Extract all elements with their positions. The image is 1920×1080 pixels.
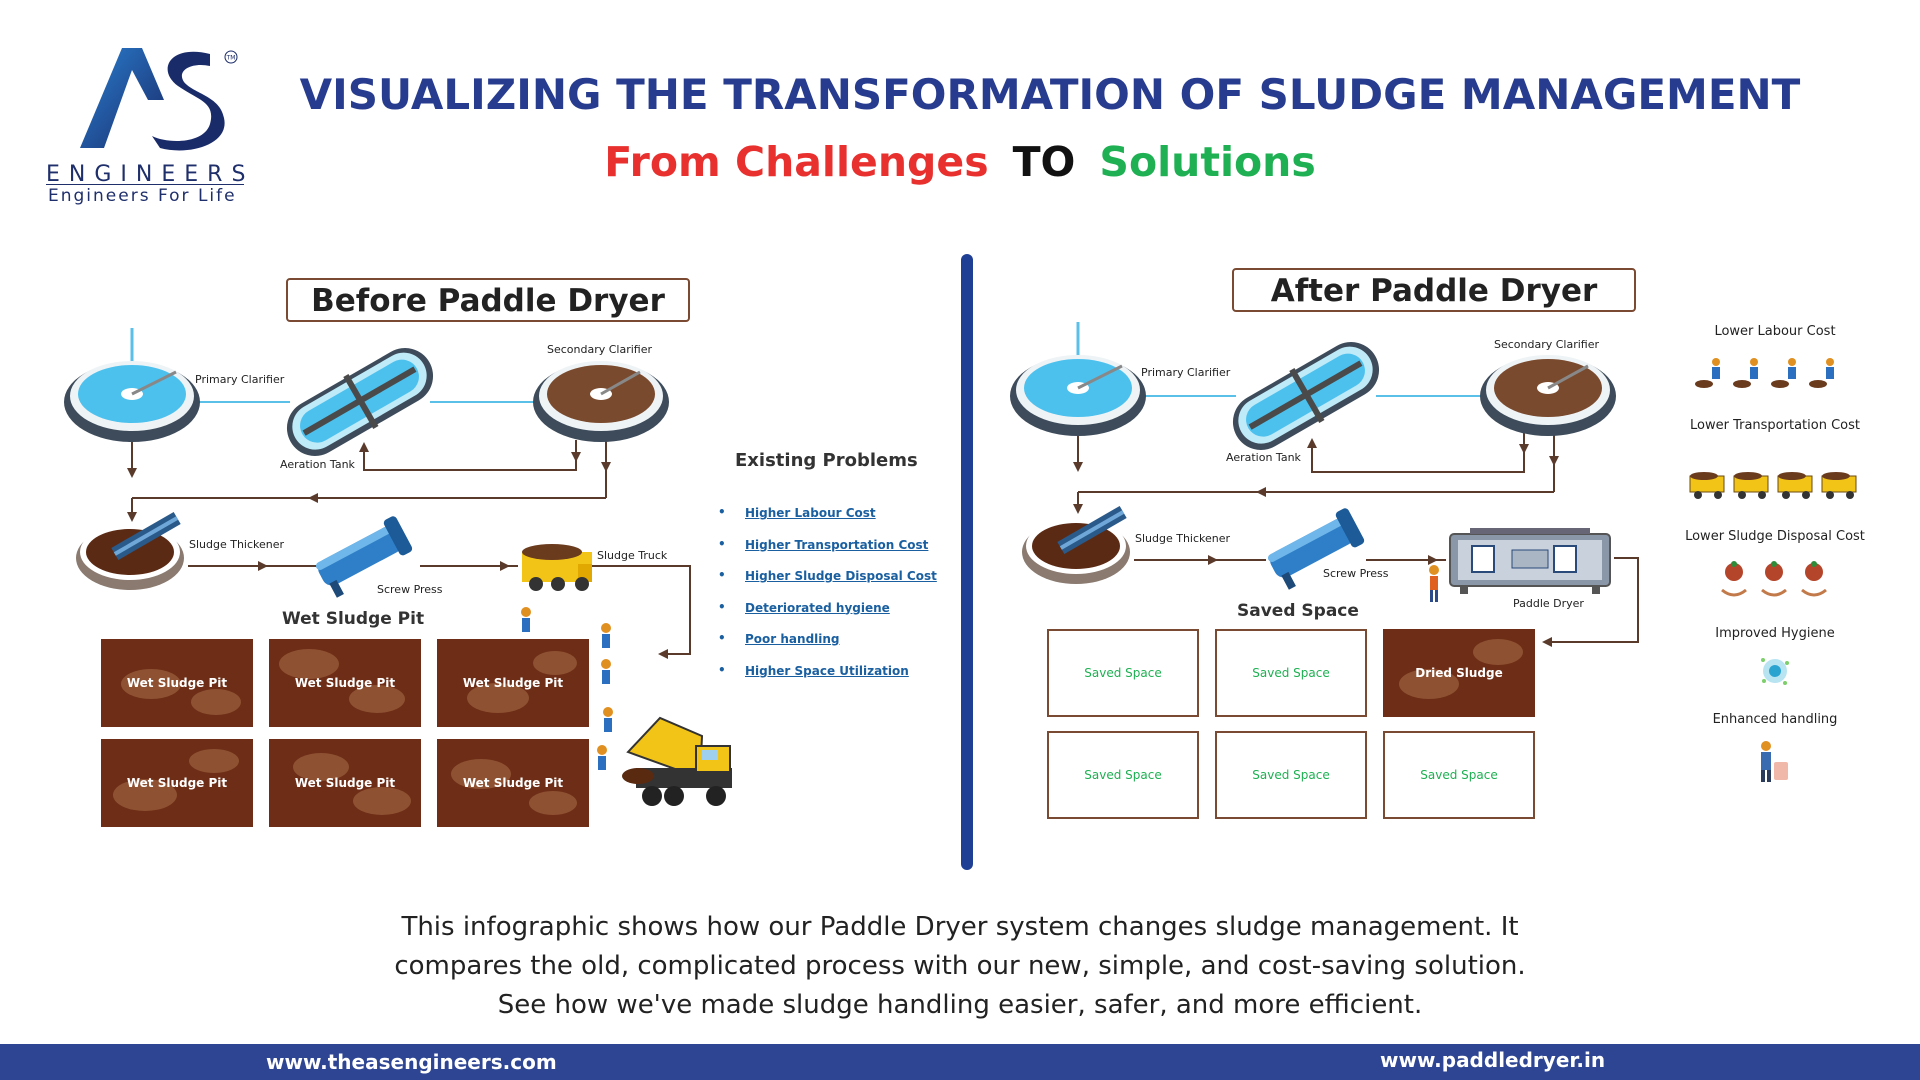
infographic-description: This infographic shows how our Paddle Dr…: [0, 908, 1920, 1025]
workers-icon: [1695, 358, 1834, 388]
before-screw-press-icon: [315, 516, 413, 598]
after-section-title: After Paddle Dryer: [1232, 268, 1636, 312]
trademark-symbol: TM: [226, 55, 236, 62]
problem-item[interactable]: Deteriorated hygiene: [718, 600, 937, 633]
operator-icon: [1429, 565, 1439, 602]
subtitle-solutions: Solutions: [1099, 138, 1316, 186]
dried-sludge-cell: Dried Sludge: [1383, 629, 1535, 717]
before-sludge-thickener-icon: [76, 511, 184, 590]
description-line: This infographic shows how our Paddle Dr…: [401, 912, 1519, 942]
problem-item[interactable]: Higher Space Utilization: [718, 663, 937, 696]
hygiene-icon: [1761, 658, 1789, 685]
before-primary-clarifier-icon: [64, 361, 200, 442]
page-title: VISUALIZING THE TRANSFORMATION OF SLUDGE…: [299, 70, 1801, 119]
benefit-label-hygiene: Improved Hygiene: [1715, 626, 1835, 641]
money-hands-icon: [1721, 561, 1827, 597]
as-logo-icon: TM: [80, 48, 238, 151]
paddle-dryer-label: Paddle Dryer: [1513, 597, 1584, 610]
saved-space-cell: Saved Space: [1383, 731, 1535, 819]
after-primary-clarifier-icon: [1010, 355, 1146, 436]
trucks-icon: [1689, 472, 1857, 499]
after-sludge-thickener-label: Sludge Thickener: [1135, 532, 1231, 545]
footer-bar: www.theasengineers.com www.paddledryer.i…: [0, 1044, 1920, 1080]
page-subtitle: From Challenges TO Solutions: [0, 138, 1920, 186]
after-aeration-tank-label: Aeration Tank: [1226, 451, 1301, 464]
wet-sludge-pit: Wet Sludge Pit: [101, 739, 253, 827]
after-primary-clarifier-label: Primary Clarifier: [1141, 366, 1231, 379]
handling-icon: [1761, 741, 1788, 782]
saved-space-heading: Saved Space: [1237, 601, 1359, 621]
before-section-title: Before Paddle Dryer: [286, 278, 690, 322]
wet-sludge-pit: Wet Sludge Pit: [437, 739, 589, 827]
wet-sludge-pit: Wet Sludge Pit: [269, 639, 421, 727]
wet-sludge-pit: Wet Sludge Pit: [437, 639, 589, 727]
after-aeration-tank-icon: [1232, 342, 1380, 450]
after-process-diagram: [1010, 322, 1639, 647]
footer-link-website[interactable]: www.theasengineers.com: [266, 1050, 557, 1074]
before-aeration-tank-label: Aeration Tank: [280, 458, 355, 471]
before-secondary-clarifier-icon: [533, 361, 669, 442]
benefit-label-labour: Lower Labour Cost: [1714, 324, 1836, 339]
subtitle-challenges: From Challenges: [604, 138, 989, 186]
before-sludge-truck-icon: [522, 544, 592, 591]
after-screw-press-label: Screw Press: [1323, 567, 1389, 580]
saved-space-cell: Saved Space: [1047, 731, 1199, 819]
before-secondary-clarifier-label: Secondary Clarifier: [547, 343, 653, 356]
before-sludge-thickener-label: Sludge Thickener: [189, 538, 285, 551]
before-process-diagram: [64, 328, 732, 806]
description-line: See how we've made sludge handling easie…: [497, 990, 1423, 1020]
existing-problems-list: Higher Labour Cost Higher Transportation…: [718, 505, 937, 696]
saved-space-cell: Saved Space: [1215, 629, 1367, 717]
dump-truck-icon: [622, 716, 732, 806]
benefit-label-disposal: Lower Sludge Disposal Cost: [1685, 529, 1865, 544]
description-line: compares the old, complicated process wi…: [394, 951, 1526, 981]
after-secondary-clarifier-icon: [1480, 355, 1616, 436]
existing-problems-title: Existing Problems: [735, 450, 918, 471]
subtitle-to: TO: [1012, 138, 1076, 186]
problem-item[interactable]: Higher Labour Cost: [718, 505, 937, 538]
before-sludge-truck-label: Sludge Truck: [597, 549, 668, 562]
logo-divider: [46, 184, 244, 185]
problem-item[interactable]: Higher Transportation Cost: [718, 537, 937, 570]
benefit-label-transport: Lower Transportation Cost: [1690, 418, 1860, 433]
saved-space-cell: Saved Space: [1047, 629, 1199, 717]
after-secondary-clarifier-label: Secondary Clarifier: [1494, 338, 1600, 351]
before-aeration-tank-icon: [286, 348, 434, 456]
before-screw-press-label: Screw Press: [377, 583, 443, 596]
problem-item[interactable]: Higher Sludge Disposal Cost: [718, 568, 937, 601]
section-divider: [961, 254, 973, 870]
benefit-label-handling: Enhanced handling: [1712, 712, 1838, 727]
wet-sludge-pit-heading: Wet Sludge Pit: [282, 609, 425, 629]
problem-item[interactable]: Poor handling: [718, 631, 937, 664]
wet-sludge-pit: Wet Sludge Pit: [101, 639, 253, 727]
logo-company-name: ENGINEERS: [46, 162, 255, 187]
logo-tagline: Engineers For Life: [48, 186, 237, 206]
after-sludge-thickener-icon: [1022, 505, 1130, 584]
footer-link-paddledryer[interactable]: www.paddledryer.in: [1380, 1048, 1606, 1072]
worker-icons: [521, 607, 613, 770]
saved-space-cell: Saved Space: [1215, 731, 1367, 819]
paddle-dryer-icon: [1449, 528, 1611, 594]
before-primary-clarifier-label: Primary Clarifier: [195, 373, 285, 386]
wet-sludge-pit: Wet Sludge Pit: [269, 739, 421, 827]
after-screw-press-icon: [1267, 508, 1365, 590]
